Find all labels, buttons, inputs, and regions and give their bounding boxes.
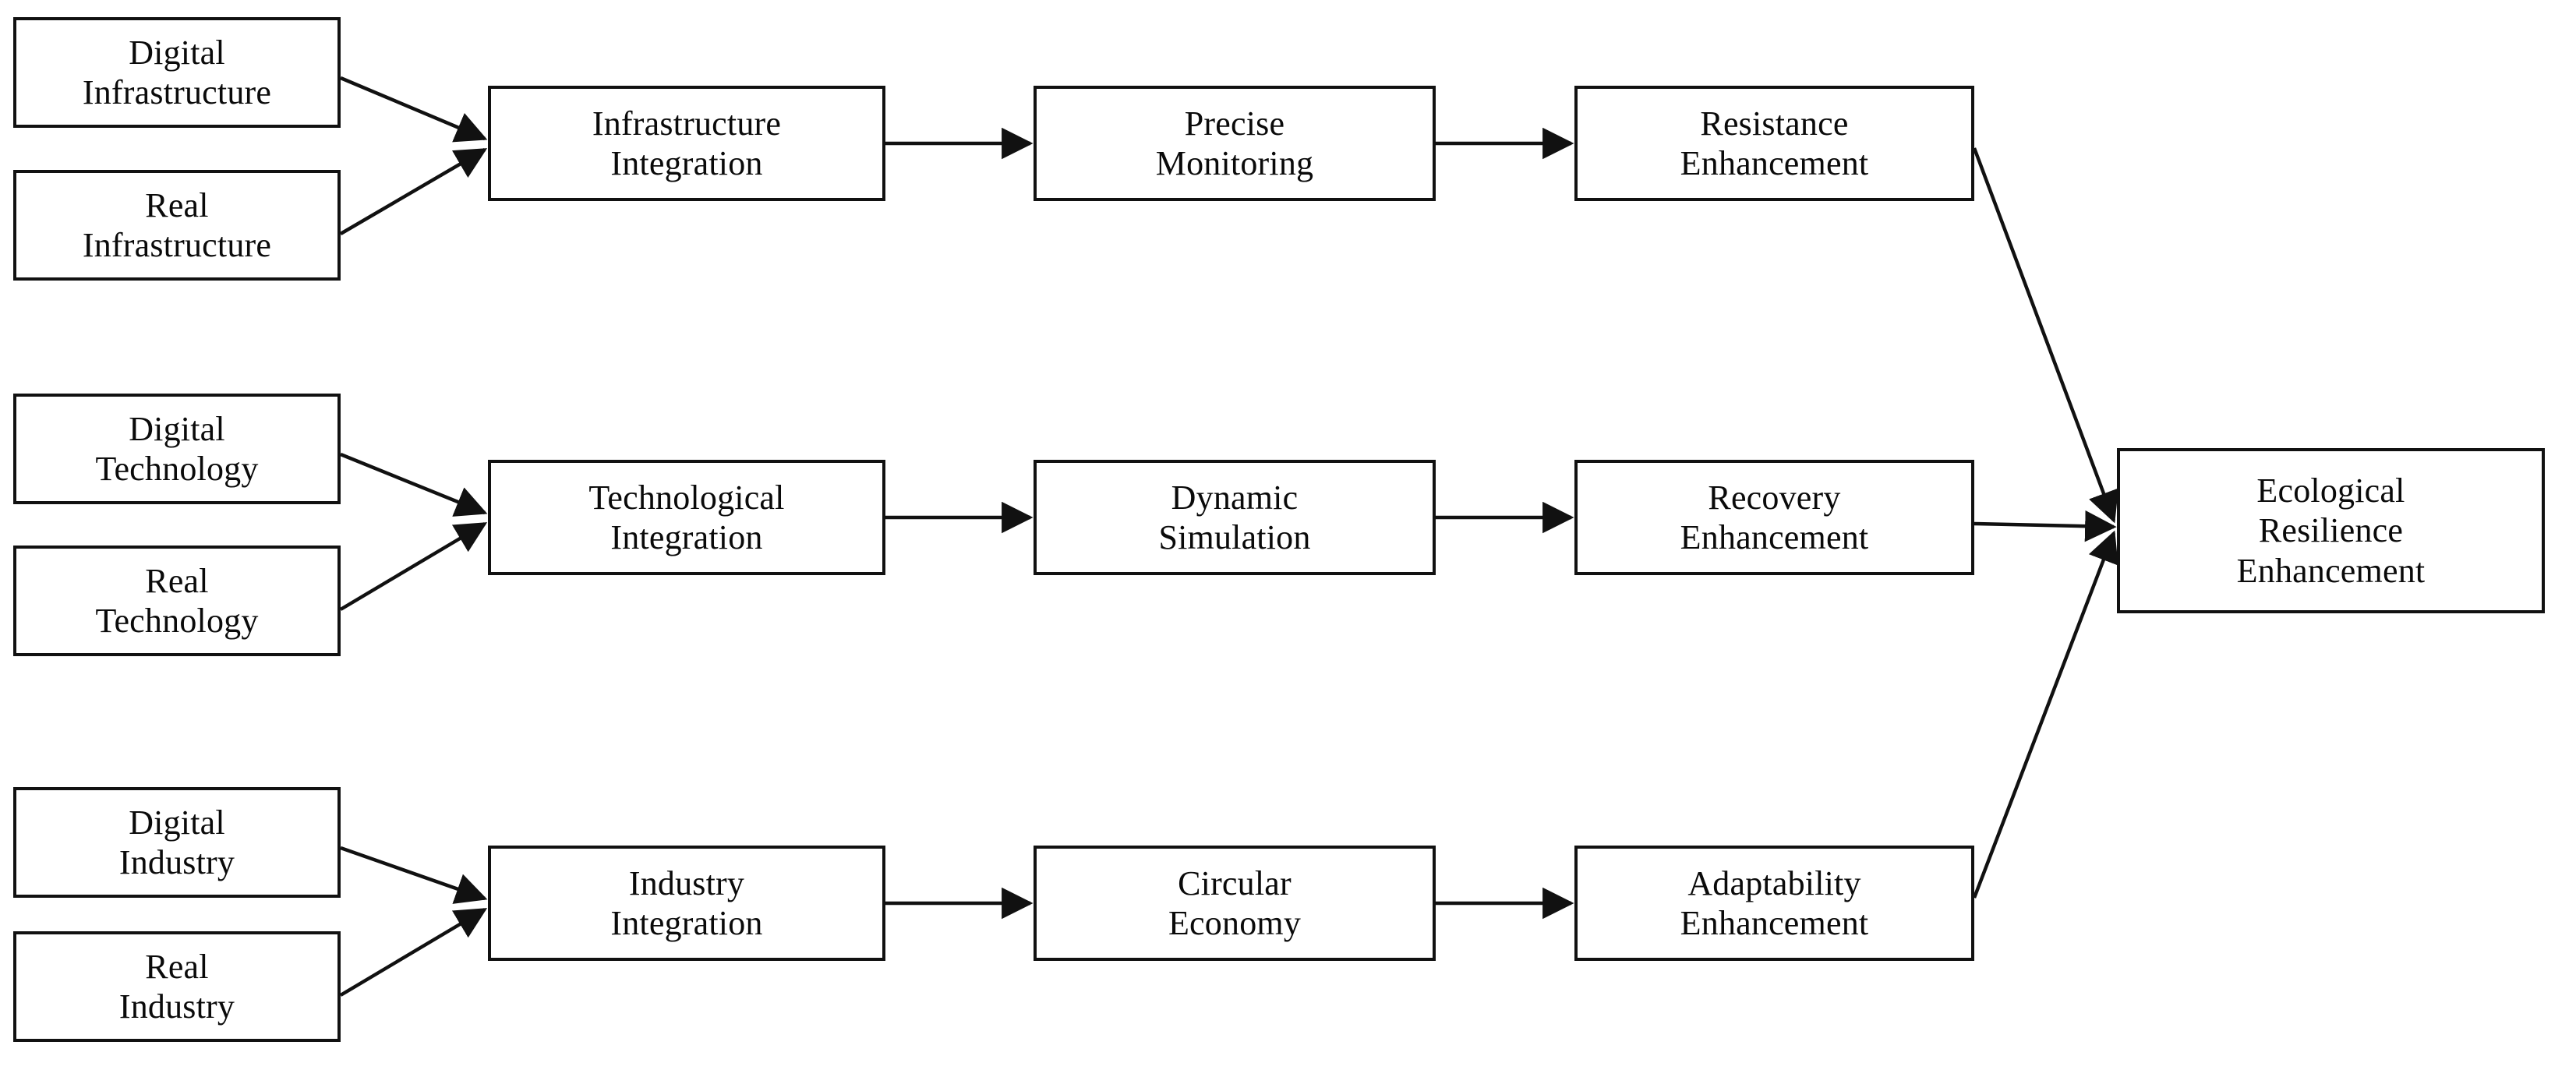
edge-real-industry-to-industry-integration — [339, 908, 488, 997]
node-label-line-1: Ecological — [2256, 471, 2405, 510]
node-label-line-1: Industry — [628, 863, 745, 902]
node-label-line-2: Integration — [610, 518, 763, 556]
node-label-line-2: Simulation — [1158, 518, 1311, 556]
node-label-line-2: Infrastructure — [82, 73, 272, 111]
node-label-line-3: Enhancement — [2236, 551, 2426, 590]
node-label-line-2: Economy — [1168, 904, 1302, 942]
edge-adaptability-enhancement-to-ecological-resilience-enhancement — [1972, 530, 2118, 899]
node-label-line-1: Technological — [588, 478, 785, 517]
node-label-line-1: Dynamic — [1171, 478, 1299, 517]
node-label-line-2: Enhancement — [1680, 518, 1869, 556]
node-label-line-2: Infrastructure — [82, 226, 272, 264]
node-label-line-1: Digital — [129, 409, 225, 448]
edge-digital-industry-to-industry-integration — [340, 846, 488, 904]
node-label-line-1: Infrastructure — [592, 104, 782, 143]
edge-resistance-enhancement-to-ecological-resilience-enhancement — [1972, 147, 2119, 524]
node-label-line-2: Resilience — [2258, 511, 2404, 550]
node-label-line-1: Digital — [129, 803, 225, 842]
node-label-line-2: Technology — [95, 602, 259, 640]
node-label-line-1: Circular — [1178, 863, 1292, 902]
node-label-line-1: Real — [145, 561, 209, 600]
node-label-line-2: Enhancement — [1680, 904, 1869, 942]
edge-recovery-enhancement-to-ecological-resilience-enhancement — [1974, 510, 2117, 542]
edge-real-infrastructure-to-infrastructure-integration — [339, 148, 488, 235]
edge-digital-technology-to-technological-integration — [340, 452, 488, 517]
node-label-line-2: Technology — [95, 450, 259, 488]
node-label-line-2: Enhancement — [1680, 144, 1869, 182]
node-label-line-1: Adaptability — [1687, 863, 1861, 902]
node-label-line-1: Resistance — [1700, 104, 1849, 143]
edge-real-technology-to-technological-integration — [339, 522, 488, 611]
node-label-line-1: Digital — [129, 33, 225, 72]
node-label-line-1: Recovery — [1708, 478, 1841, 517]
node-label-line-2: Industry — [118, 843, 235, 881]
node-label-line-1: Precise — [1184, 104, 1285, 143]
node-label-line-1: Real — [145, 185, 209, 224]
node-label-line-2: Monitoring — [1155, 144, 1314, 182]
edge-digital-infrastructure-to-infrastructure-integration — [340, 76, 488, 143]
node-label-line-2: Integration — [610, 904, 763, 942]
node-label-line-1: Real — [145, 947, 209, 986]
node-label-line-2: Integration — [610, 144, 763, 182]
node-label-line-2: Industry — [118, 987, 235, 1026]
